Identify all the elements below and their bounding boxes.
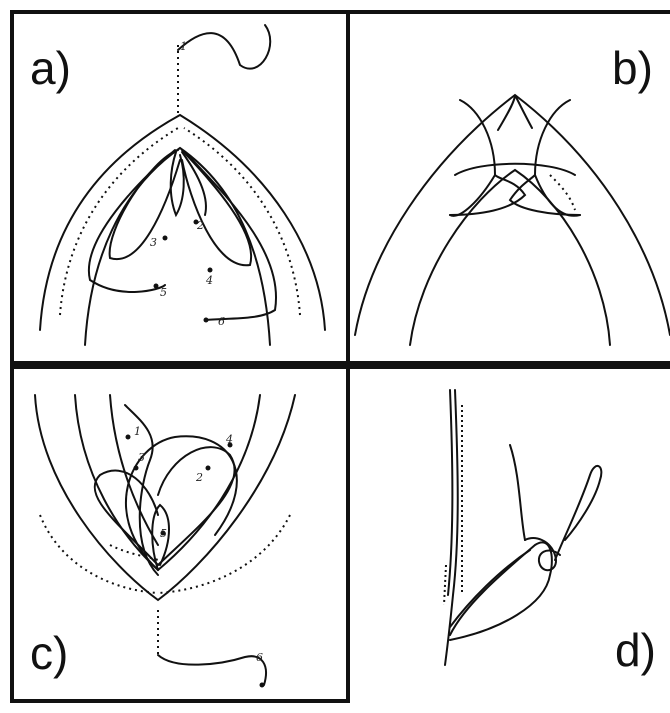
panel-d: d) xyxy=(350,365,670,713)
panel-b-frame xyxy=(346,10,670,365)
panel-c-frame xyxy=(10,365,350,703)
panel-a-frame xyxy=(10,10,350,365)
panel-c: 1 2 3 4 5 6 c) xyxy=(0,365,350,713)
panel-a: 1 2 3 4 5 6 a) xyxy=(0,0,350,365)
panel-d-frame xyxy=(346,365,670,703)
panel-b: b) xyxy=(350,0,670,365)
